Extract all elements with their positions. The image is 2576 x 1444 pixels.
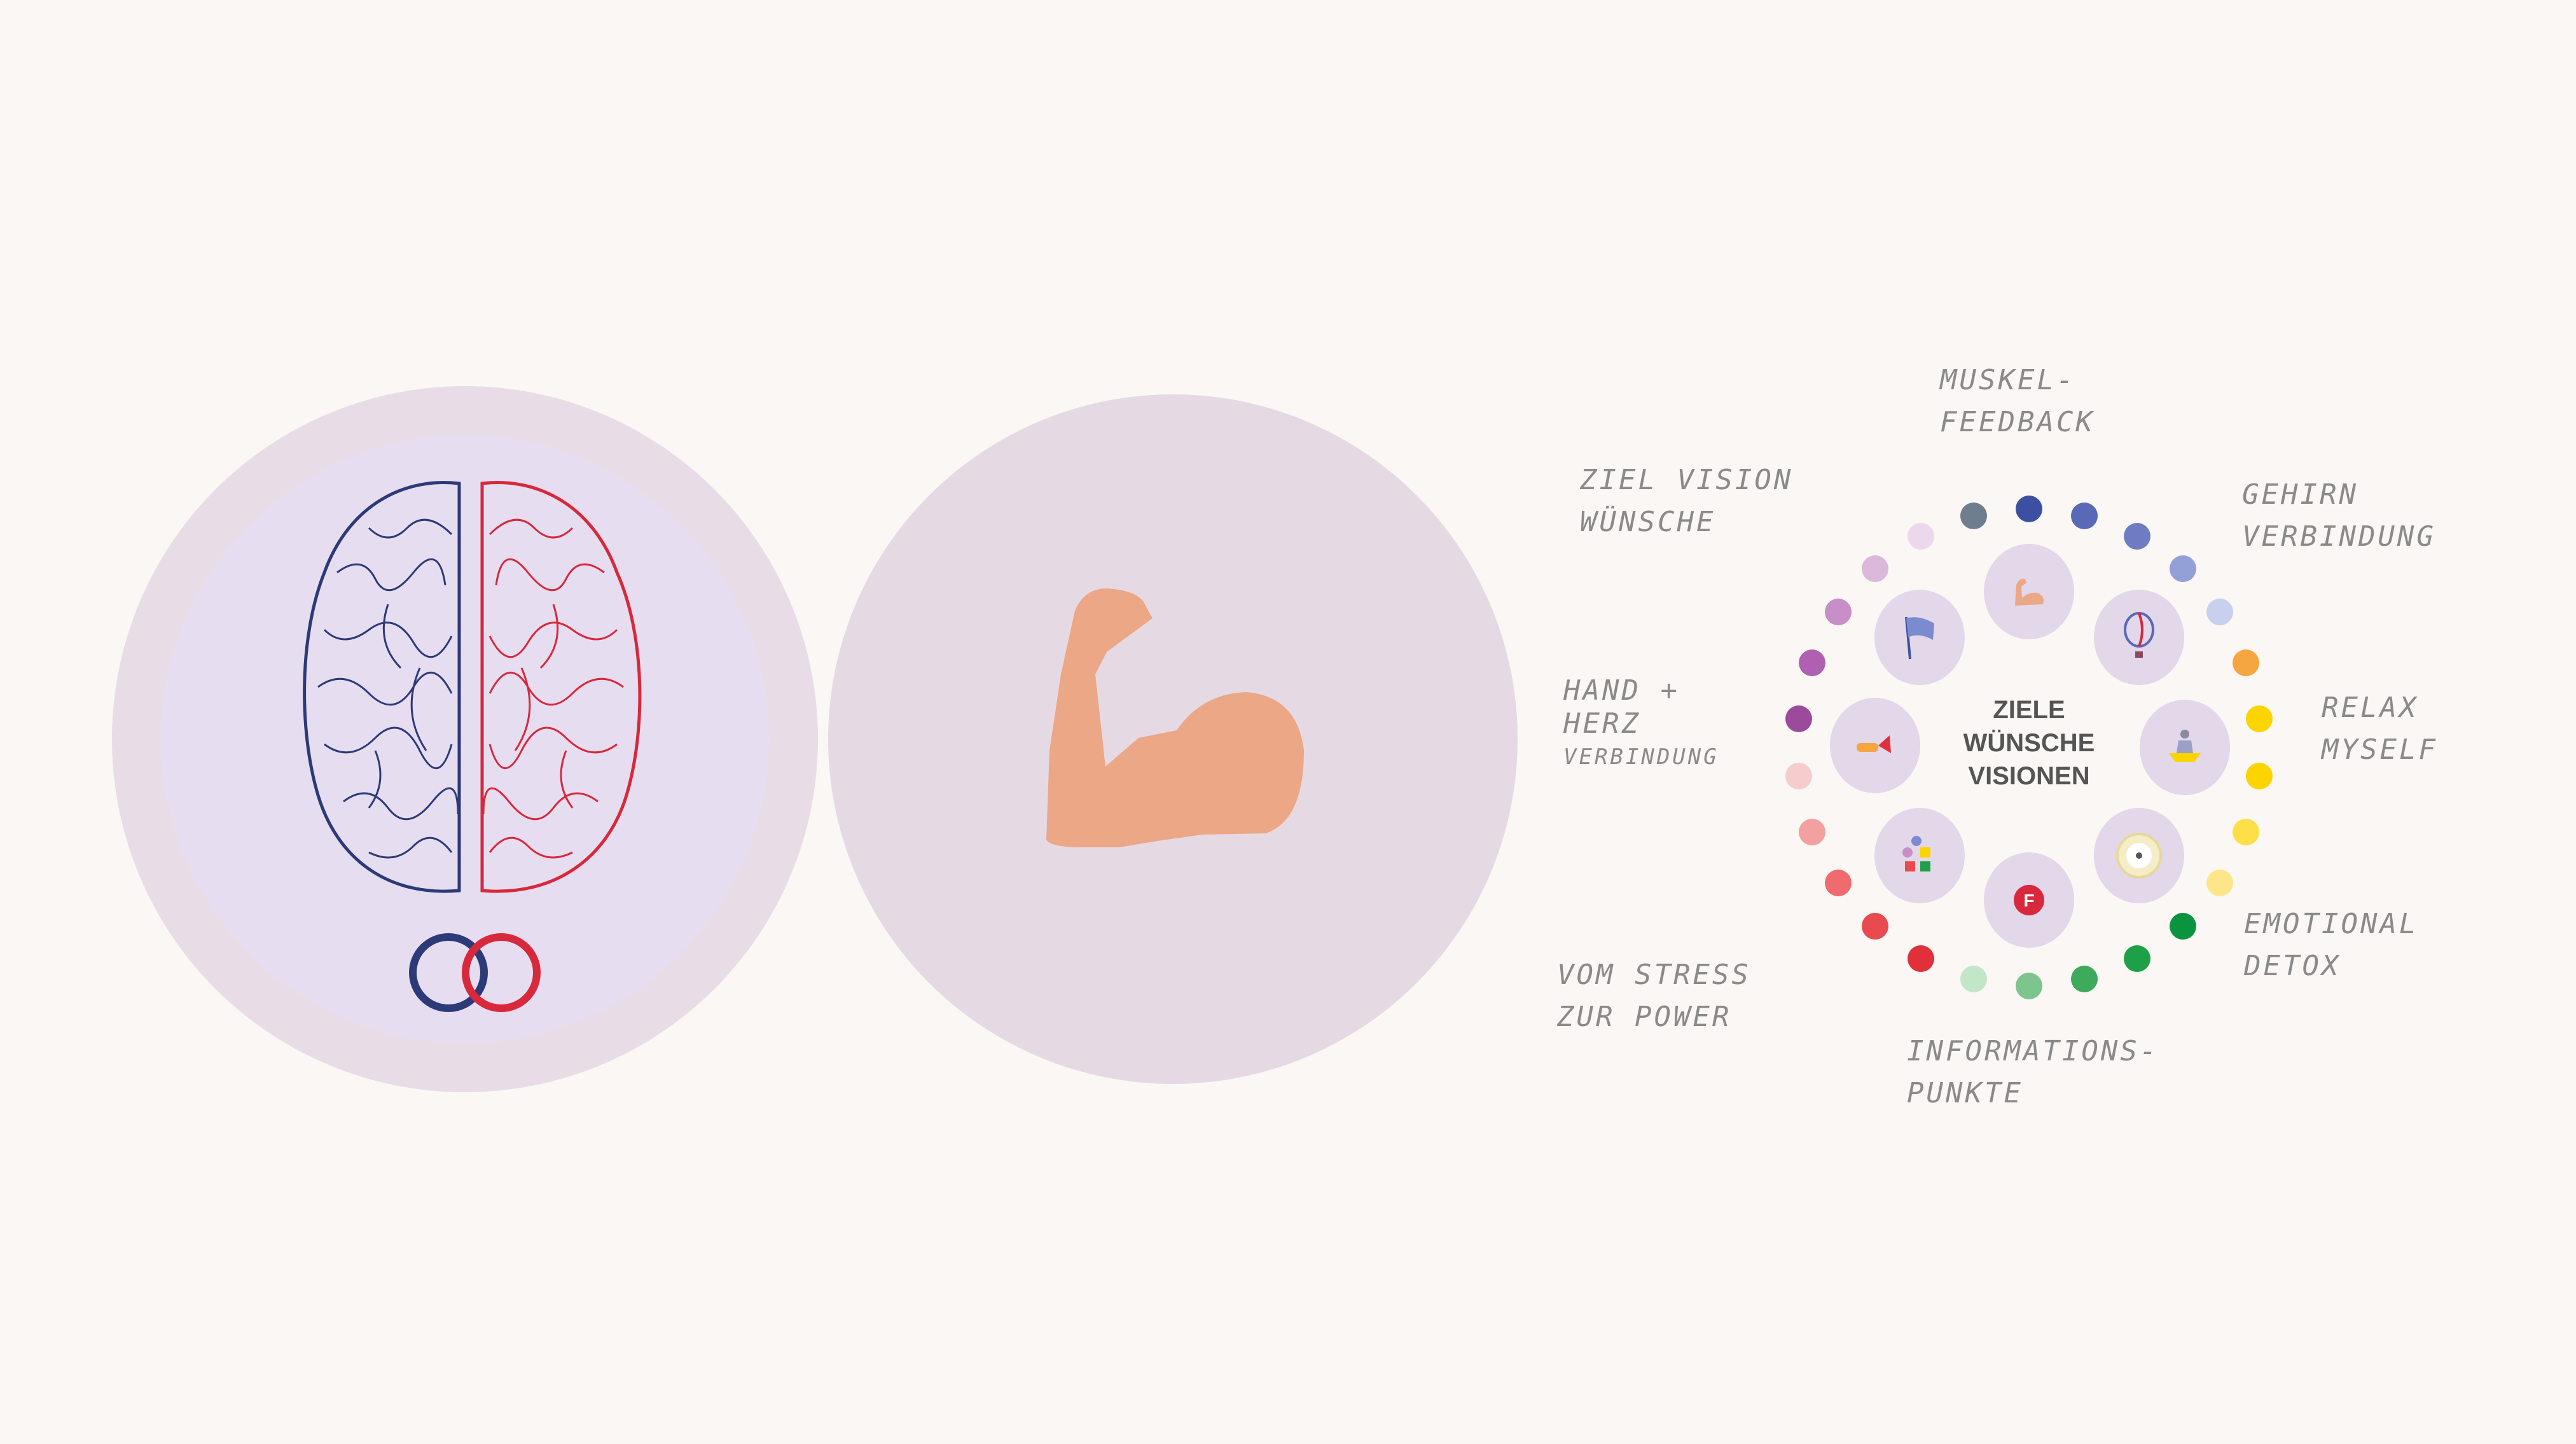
muscle-feedback-button[interactable] [1984, 544, 2074, 639]
information-points-button[interactable]: F [1984, 852, 2074, 948]
brain-connection-button[interactable] [2094, 590, 2184, 685]
color-dot [2206, 598, 2234, 625]
color-dot [1785, 763, 1812, 790]
color-dot [1824, 870, 1852, 897]
color-dot [2246, 763, 2273, 790]
color-dot [1960, 502, 1987, 529]
meditation-icon [2169, 730, 2201, 762]
color-dot [2123, 522, 2150, 550]
color-dot [1798, 818, 1825, 845]
color-dot [2170, 912, 2197, 940]
center-line: WÜNSCHE [1963, 729, 2095, 757]
color-dot [1824, 598, 1852, 625]
color-dot [1960, 966, 1987, 993]
info-point-icon: F [2014, 885, 2044, 915]
stress-to-power-button[interactable] [1874, 808, 1965, 903]
relax-myself-button[interactable] [2140, 700, 2230, 795]
color-dot [1908, 522, 1935, 550]
center-line: ZIELE [1993, 696, 2065, 724]
color-dot [1861, 555, 1888, 583]
color-dot [2016, 973, 2042, 999]
color-dot [1861, 912, 1888, 940]
center-line: VISIONEN [1968, 762, 2090, 790]
color-dot [2246, 705, 2273, 732]
hand-heart-connection-button[interactable] [1830, 698, 1920, 793]
color-dot [2206, 870, 2234, 897]
svg-text:F: F [2023, 891, 2034, 910]
target-icon [2116, 833, 2162, 878]
color-dot [1798, 649, 1825, 677]
emotional-detox-button[interactable] [2094, 808, 2184, 903]
color-dot [2233, 818, 2260, 845]
color-dot [1785, 705, 1812, 732]
color-dot [2170, 555, 2197, 583]
color-dot [2071, 966, 2098, 993]
hot-air-balloon-icon [2124, 612, 2154, 658]
label-information-points: INFORMATIONS-PUNKTE [1907, 1035, 2159, 1109]
blocks-icon [1902, 836, 1930, 871]
muscle-icon [2015, 578, 2044, 606]
wheel-center-title: ZIELE WÜNSCHE VISIONEN [1934, 693, 2124, 793]
goal-vision-wishes-button[interactable] [1874, 590, 1965, 685]
connected-rings-icon [409, 933, 541, 1012]
color-dot [2123, 945, 2150, 973]
hand-heart-icon [1857, 735, 1891, 753]
color-dot [2016, 496, 2042, 522]
color-dot [2071, 502, 2098, 529]
brain-icon [303, 481, 642, 893]
color-dot [2233, 649, 2260, 677]
flag-icon [1905, 616, 1934, 660]
label-muscle-feedback: MUSKEL-FEEDBACK [1940, 364, 2095, 438]
color-dot [1908, 945, 1935, 973]
